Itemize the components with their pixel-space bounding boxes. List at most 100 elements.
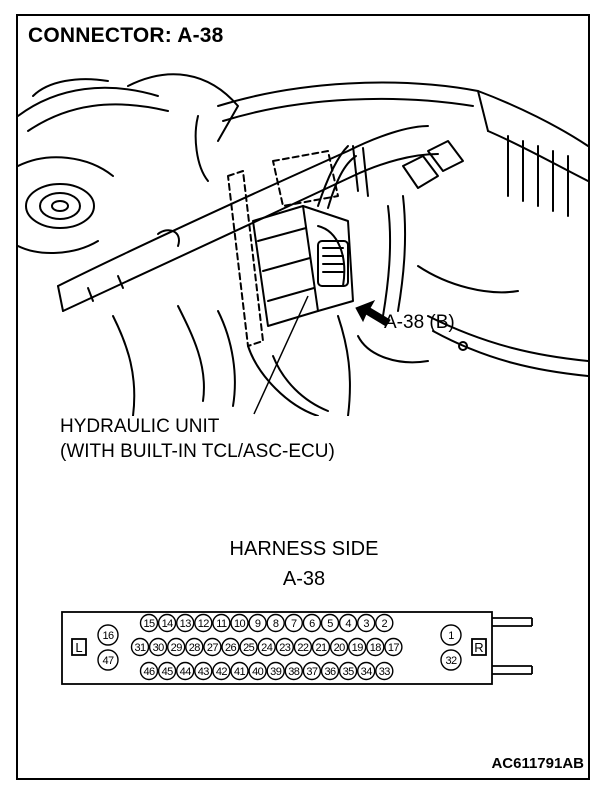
pin-circle [302,613,322,633]
pin-label: 43 [198,666,210,678]
pin-label: 35 [343,666,355,678]
pin-circle [230,613,249,633]
pin-label: 37 [306,666,318,678]
pin-circle [175,613,195,633]
pin-circle [175,661,195,681]
pin-label: 38 [288,666,300,678]
pin-circle [266,613,285,633]
pin-circle [97,649,119,671]
pin-label: 47 [102,655,114,667]
pin-label: 5 [327,618,333,630]
pin-label: 12 [198,618,210,630]
pin-circle [212,661,231,681]
connector-b-label: A-38 (B) [384,312,455,333]
pin-circle [275,637,295,657]
pin-circle [320,613,340,633]
pin-label: 32 [445,655,457,667]
pin-label: 20 [334,642,346,654]
pin-label: 42 [216,666,228,678]
pin-circle [366,637,385,657]
pin-label: 19 [352,642,364,654]
pin-label: 6 [309,618,315,630]
pin-circle [375,613,394,633]
pin-label: 14 [162,618,174,630]
pin-label: 11 [216,618,227,630]
pin-label: 7 [291,618,297,630]
figure-frame [16,14,590,780]
pin-label: 45 [162,666,174,678]
pin-circle [157,661,177,681]
pin-label: 4 [345,618,351,630]
pin-circle [139,661,159,681]
pin-circle [311,637,331,657]
engine-bay-illustration [18,73,588,416]
pin-circle [266,661,285,681]
pin-circle [440,649,462,671]
pin-circle [284,661,304,681]
pin-circle [329,637,349,657]
pin-label: 21 [315,642,327,654]
pin-circle [338,661,358,681]
pin-circle [194,661,213,681]
figure-code: AC611791AB [491,755,584,772]
pin-circle [239,637,258,657]
pin-label: 39 [270,666,282,678]
hydraulic-unit-sublabel: (WITH BUILT-IN TCL/ASC-ECU) [60,441,335,462]
pin-label: 18 [370,642,382,654]
pin-label: 26 [225,642,237,654]
right-marker: R [474,640,483,655]
pin-label: 1 [448,630,454,642]
pin-circle [157,613,177,633]
pin-label: 22 [297,642,309,654]
pin-label: 16 [102,630,114,642]
pin-label: 2 [382,618,388,630]
pin-circle [185,637,204,657]
pin-label: 27 [207,642,219,654]
pin-circle [130,637,150,657]
pin-circle [248,613,267,633]
pin-label: 44 [180,666,192,678]
pin-label: 34 [361,666,373,678]
pin-circle [248,661,267,681]
pin-circle [357,613,376,633]
pin-circle [375,661,394,681]
pin-label: 13 [180,618,192,630]
pin-circle [212,613,231,633]
pin-label: 30 [153,642,165,654]
pin-label: 25 [243,642,255,654]
pin-circle [302,661,322,681]
left-marker: L [75,640,82,655]
pin-label: 24 [261,642,273,654]
pin-label: 17 [388,642,400,654]
harness-side-label: HARNESS SIDE [229,538,379,560]
connector-name-label: A-38 [282,568,326,590]
pin-label: 36 [324,666,336,678]
pin-label: 10 [234,618,246,630]
pin-circle [384,637,403,657]
pin-label: 46 [143,666,155,678]
pin-label: 9 [255,618,261,630]
pin-circle [221,637,240,657]
pin-label: 3 [363,618,369,630]
pin-circle [348,637,367,657]
pin-circle [166,637,186,657]
pin-circle [257,637,276,657]
pin-label: 33 [379,666,391,678]
pin-circle [97,624,119,646]
pin-circle [230,661,249,681]
pin-circle [293,637,313,657]
pin-circle [194,613,213,633]
pin-circle [148,637,168,657]
pin-label: 23 [279,642,291,654]
pin-label: 40 [252,666,264,678]
pin-label: 31 [134,642,146,654]
pin-label: 41 [234,666,246,678]
pin-circle [338,613,358,633]
pin-circle [139,613,159,633]
pin-circle [320,661,340,681]
pin-circle [357,661,376,681]
connector-title: CONNECTOR: A-38 [28,24,224,47]
pin-circle [284,613,304,633]
pin-label: 8 [273,618,279,630]
